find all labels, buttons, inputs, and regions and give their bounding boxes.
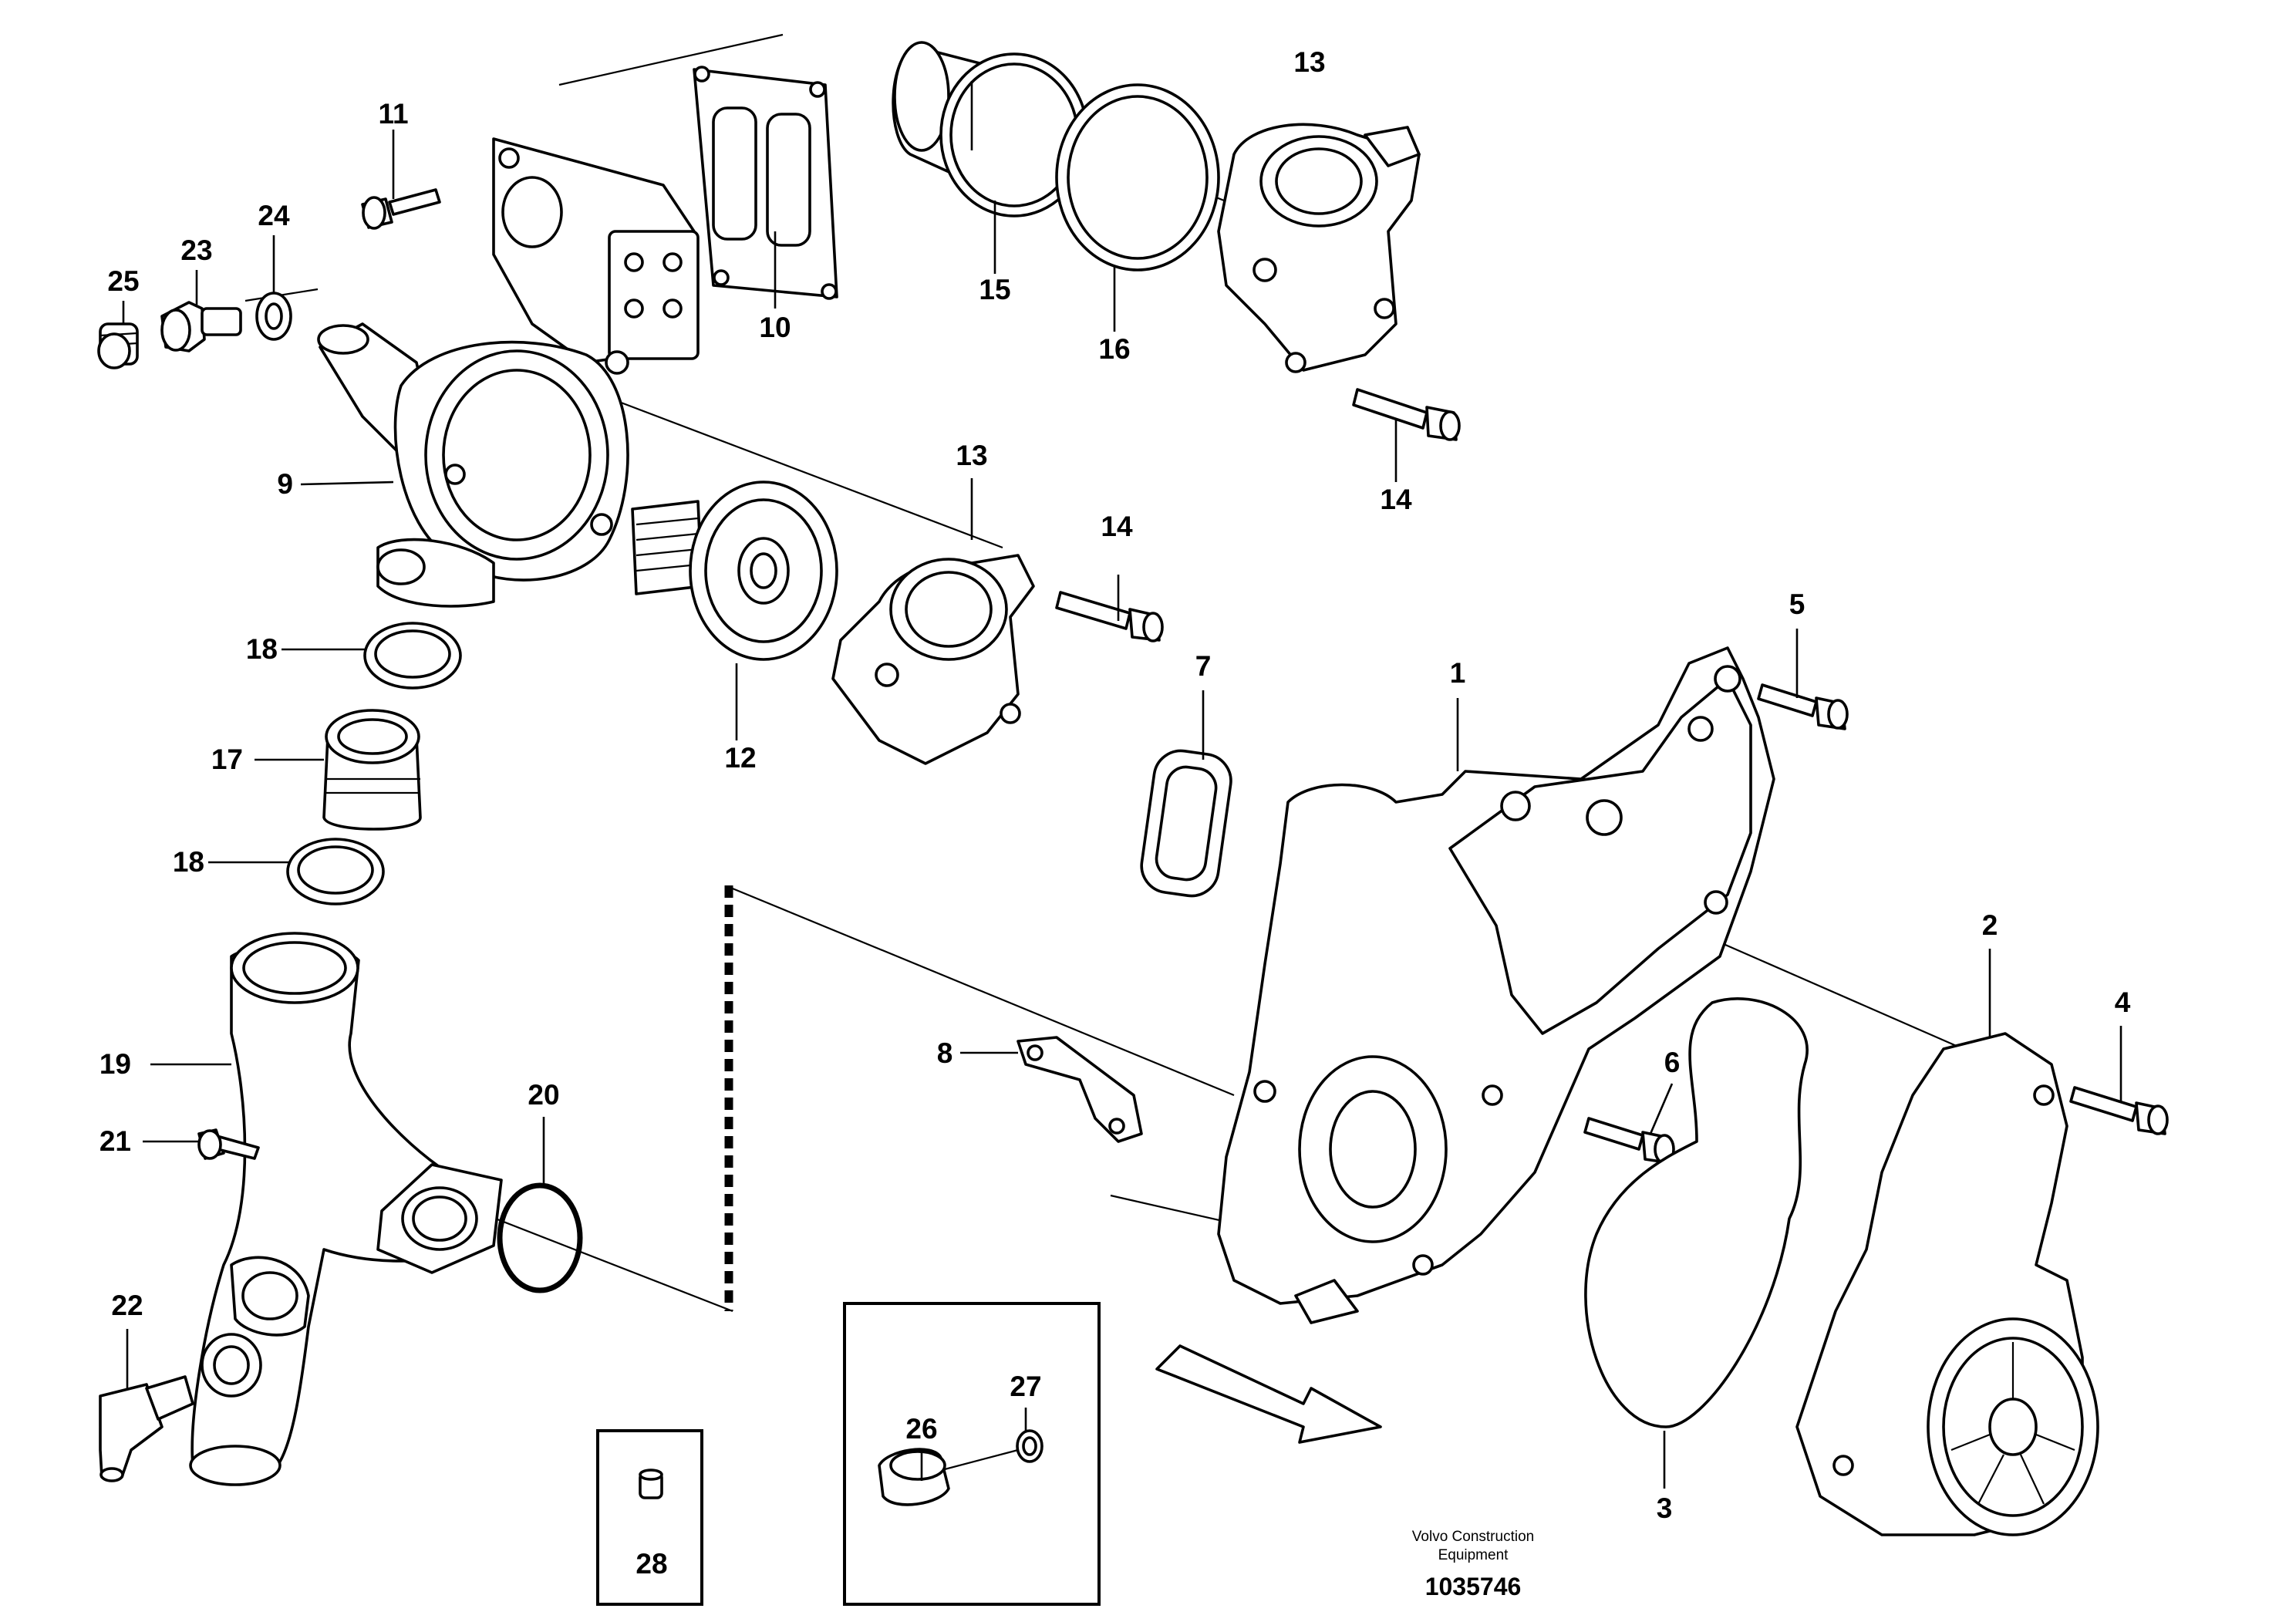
part-18-lower-o-ring bbox=[286, 838, 385, 905]
callout-3: 3 bbox=[1657, 1492, 1673, 1524]
callout-4: 4 bbox=[2115, 986, 2131, 1018]
callout-24: 24 bbox=[258, 200, 290, 231]
callout-18-upper: 18 bbox=[246, 633, 278, 665]
part-15-sleeve bbox=[892, 41, 1089, 218]
callout-16: 16 bbox=[1098, 333, 1130, 365]
part-4-bolt bbox=[2069, 1086, 2169, 1135]
detail-box-26-27 bbox=[843, 1302, 1101, 1606]
part-5-bolt bbox=[1757, 683, 1849, 730]
callout-15: 15 bbox=[979, 274, 1010, 305]
part-22-elbow-fitting bbox=[99, 1375, 194, 1482]
part-13-upper-housing-cover bbox=[1217, 123, 1421, 373]
callout-25: 25 bbox=[107, 265, 139, 297]
callout-18-lower: 18 bbox=[173, 846, 204, 878]
callout-8: 8 bbox=[937, 1037, 953, 1069]
part-17-pipe-sleeve bbox=[322, 709, 422, 831]
part-10-gasket bbox=[693, 66, 838, 300]
part-12-thermostat bbox=[631, 481, 838, 661]
callout-21: 21 bbox=[99, 1125, 131, 1157]
part-14-upper-bolt bbox=[1352, 388, 1461, 441]
part-24-washer bbox=[255, 292, 292, 341]
part-7-seal bbox=[1140, 749, 1232, 898]
callout-13-lower: 13 bbox=[956, 440, 987, 471]
direction-arrow bbox=[1155, 1344, 1382, 1444]
part-13-lower-housing-cover bbox=[831, 554, 1035, 765]
credit-line-1: Volvo Construction bbox=[1412, 1529, 1534, 1545]
part-2-water-pump bbox=[1795, 1032, 2099, 1536]
part-14-lower-bolt bbox=[1055, 591, 1164, 642]
callout-17: 17 bbox=[211, 744, 243, 775]
callout-9: 9 bbox=[277, 468, 293, 500]
callout-22: 22 bbox=[111, 1290, 143, 1321]
part-3-gasket bbox=[1584, 997, 1809, 1428]
callout-5: 5 bbox=[1789, 588, 1805, 620]
part-25-plug bbox=[97, 322, 139, 369]
callout-19: 19 bbox=[99, 1048, 131, 1080]
part-20-o-ring bbox=[497, 1182, 583, 1293]
credit-line-2: Equipment bbox=[1438, 1547, 1509, 1563]
callout-10: 10 bbox=[759, 312, 791, 343]
callout-6: 6 bbox=[1664, 1047, 1681, 1078]
part-6-bolt bbox=[1583, 1117, 1675, 1165]
part-23-sensor bbox=[160, 301, 242, 352]
part-21-bolt bbox=[197, 1128, 260, 1160]
callout-28: 28 bbox=[636, 1548, 667, 1580]
part-19-coolant-pipe bbox=[189, 932, 503, 1486]
callout-11: 11 bbox=[378, 98, 408, 130]
callout-27: 27 bbox=[1010, 1371, 1041, 1402]
callout-12: 12 bbox=[724, 742, 756, 774]
callout-20: 20 bbox=[528, 1079, 559, 1111]
leader-lines bbox=[122, 81, 2122, 1489]
credit-block: Volvo Construction Equipment 1035746 bbox=[1412, 1529, 1534, 1600]
part-8-bracket bbox=[1017, 1036, 1143, 1143]
part-1-timing-cover bbox=[1217, 646, 1775, 1324]
callout-26: 26 bbox=[905, 1413, 937, 1445]
callout-13-upper: 13 bbox=[1293, 46, 1325, 78]
part-11-bolt bbox=[361, 188, 441, 230]
callout-14-upper: 14 bbox=[1380, 484, 1412, 515]
part-16-seal-ring bbox=[1055, 83, 1220, 271]
document-number: 1035746 bbox=[1425, 1573, 1522, 1600]
callout-labels: 1 2 3 4 5 6 7 8 9 10 11 12 13 13 14 14 1… bbox=[99, 46, 2131, 1580]
callout-23: 23 bbox=[180, 234, 212, 266]
part-18-upper-o-ring bbox=[363, 622, 462, 690]
part-9-thermostat-housing bbox=[317, 137, 700, 608]
callout-2: 2 bbox=[1982, 909, 1998, 941]
callout-1: 1 bbox=[1450, 657, 1466, 689]
detail-box-28 bbox=[596, 1429, 703, 1606]
callout-14-lower: 14 bbox=[1101, 511, 1133, 542]
callout-7: 7 bbox=[1195, 650, 1212, 682]
